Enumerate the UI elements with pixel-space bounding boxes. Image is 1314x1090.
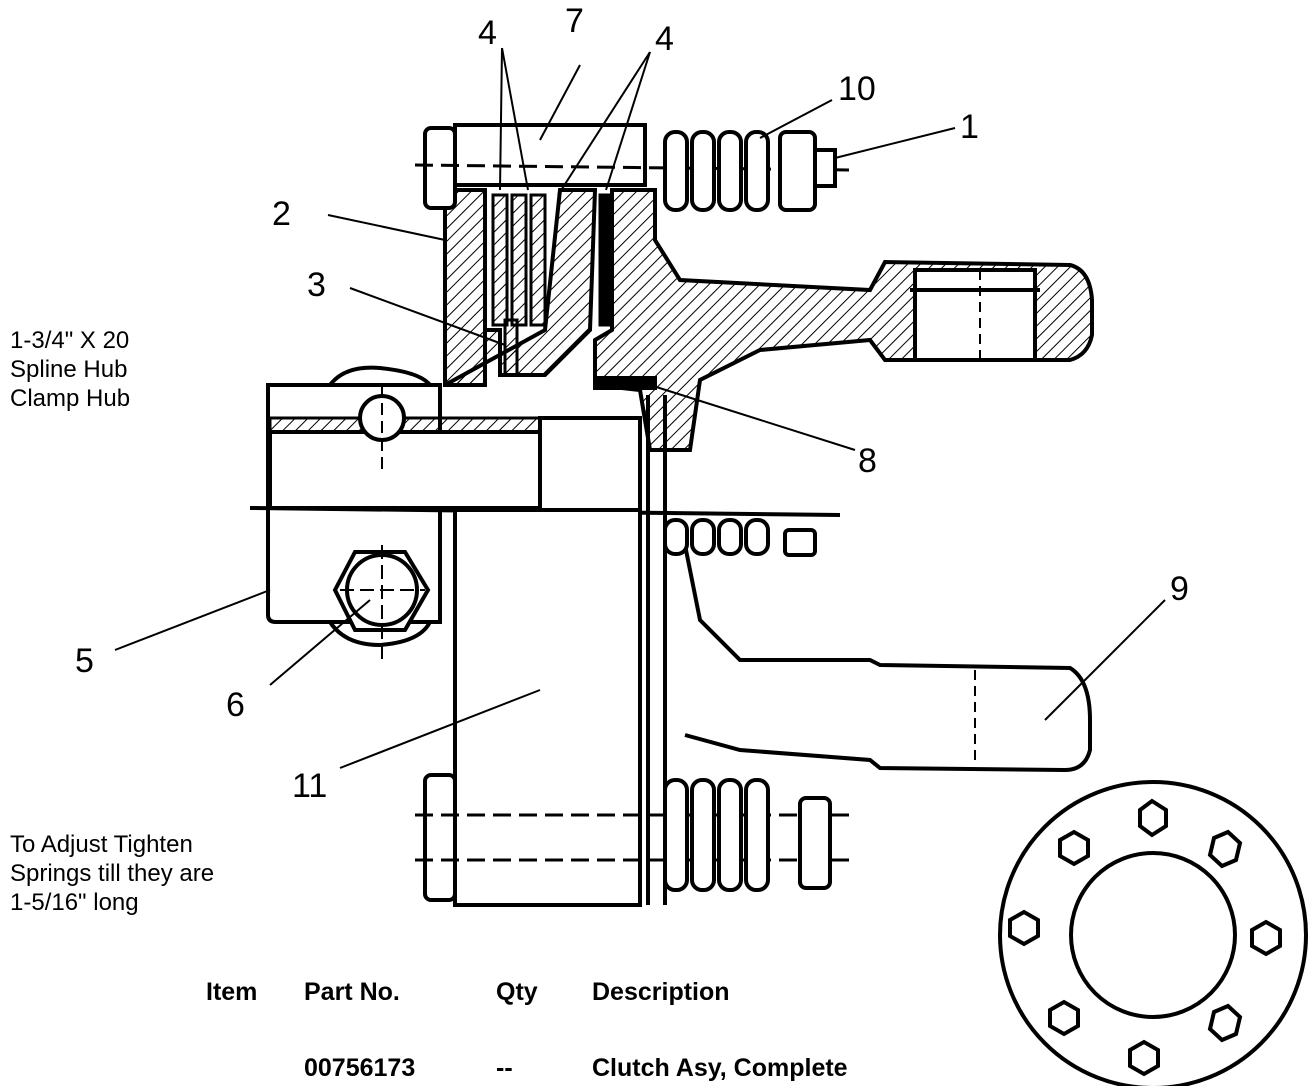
callout-5: 5 (75, 642, 94, 680)
callout-8: 8 (858, 442, 877, 480)
callout-labels: 4 7 4 10 1 2 3 8 5 6 9 11 (75, 2, 1189, 805)
header-item: Item (206, 978, 258, 1006)
row-part-no: 00756173 (304, 1054, 416, 1082)
parts-table-header: Item Part No. Qty Description (200, 978, 920, 1014)
adjust-note-line-1: To Adjust Tighten (10, 831, 193, 858)
table-row: 00756173 -- Clutch Asy, Complete (200, 1054, 920, 1090)
yoke-lower (683, 544, 1092, 773)
springs (663, 130, 770, 892)
callout-6: 6 (226, 686, 245, 724)
callout-4b: 4 (655, 20, 674, 58)
yoke-upper (593, 188, 1094, 452)
row-description: Clutch Asy, Complete (592, 1054, 848, 1082)
header-description: Description (592, 978, 730, 1006)
parts-table: Item Part No. Qty Description 00756173 -… (200, 978, 920, 1090)
friction-discs (491, 193, 612, 377)
hub-note-line-3: Clamp Hub (10, 385, 131, 412)
pressure-plate (443, 123, 647, 387)
hub-note-line-2: Spline Hub (10, 356, 128, 383)
center-hub (453, 395, 667, 907)
hub-note-line-1: 1-3/4" X 20 (10, 327, 130, 354)
callout-10: 10 (838, 70, 876, 108)
leader-lines (114, 47, 1166, 769)
flange-ring (998, 780, 1308, 1086)
callout-7: 7 (565, 2, 584, 40)
row-qty: -- (496, 1054, 513, 1082)
adjust-note-line-2: Springs till they are (10, 860, 215, 887)
hub-note: 1-3/4" X 20 Spline Hub Clamp Hub (10, 326, 130, 413)
header-part-no: Part No. (304, 978, 400, 1006)
callout-3: 3 (307, 266, 326, 304)
adjust-note: To Adjust Tighten Springs till they are … (10, 830, 214, 917)
callout-2: 2 (272, 195, 291, 233)
bolts (414, 126, 851, 902)
callout-1: 1 (960, 108, 979, 146)
callout-4a: 4 (478, 14, 497, 52)
callout-11: 11 (292, 767, 327, 805)
callout-9: 9 (1170, 570, 1189, 608)
adjust-note-line-3: 1-5/16" long (10, 889, 139, 916)
header-qty: Qty (496, 978, 538, 1006)
